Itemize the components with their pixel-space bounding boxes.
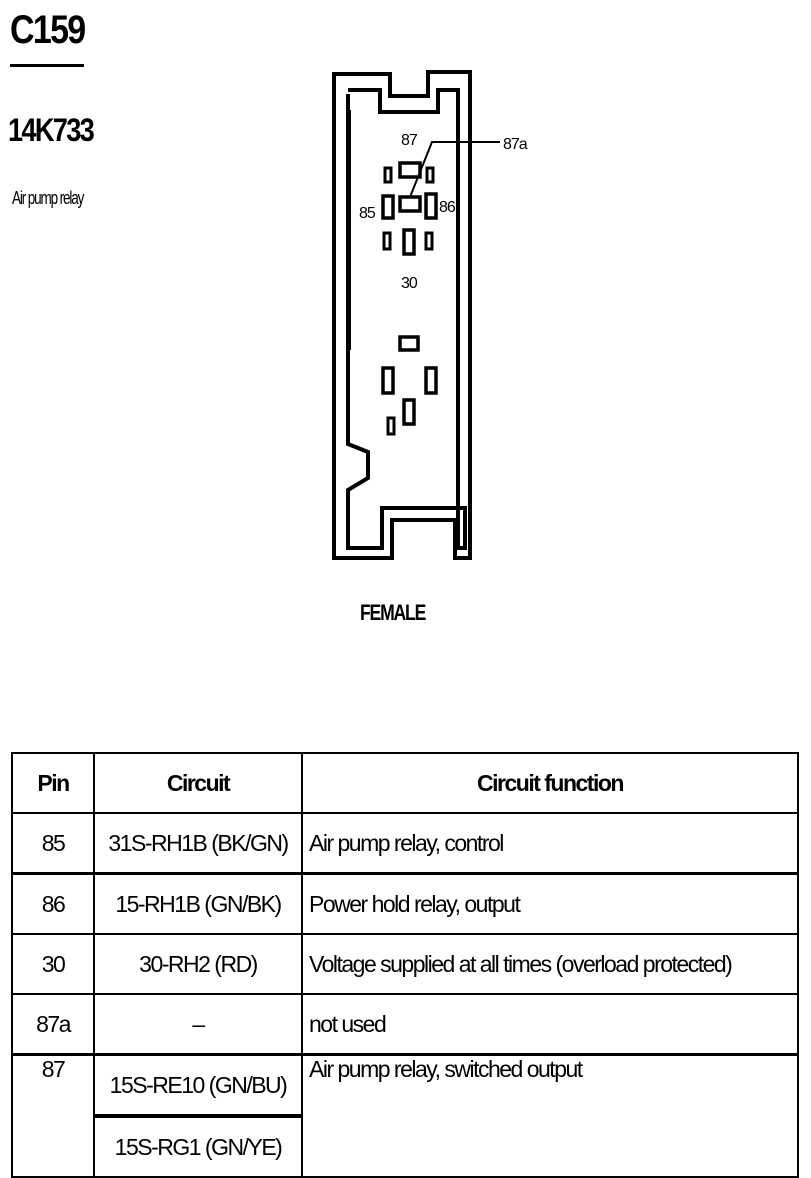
- connector-description: Air pump relay: [12, 188, 84, 208]
- cell-circuit: 15S-RE10 (GN/BU): [93, 1053, 303, 1118]
- connector-id-underline: [10, 64, 84, 67]
- table-row: 86 15-RH1B (GN/BK) Power hold relay, out…: [11, 872, 799, 935]
- table-header-row: Pin Circuit Circuit function: [11, 752, 799, 814]
- cell-circuit: –: [93, 993, 303, 1056]
- housing-outline-inner: [346, 88, 467, 550]
- terminal-lower-left: [381, 366, 395, 395]
- pin-label-87a: 87a: [503, 136, 528, 153]
- terminal-87: [398, 161, 422, 179]
- terminal-86: [424, 192, 438, 220]
- table-row: 85 31S-RH1B (BK/GN) Air pump relay, cont…: [11, 812, 799, 875]
- pin-label-85: 85: [359, 205, 376, 222]
- cell-pin: 86: [11, 872, 95, 935]
- cell-pin: 30: [11, 933, 95, 995]
- cell-circuit-secondary: 15S-RG1 (GN/YE): [93, 1115, 303, 1178]
- pinout-table: Pin Circuit Circuit function 85 31S-RH1B…: [11, 752, 799, 1178]
- cell-circuit: 31S-RH1B (BK/GN): [93, 812, 303, 875]
- cell-function: not used: [301, 993, 799, 1056]
- cell-pin: 87: [11, 1053, 95, 1178]
- terminal-lower-bottom: [402, 398, 416, 426]
- table-row: 30 30-RH2 (RD) Voltage supplied at all t…: [11, 933, 799, 995]
- terminal-small-lower-right: [424, 231, 434, 251]
- table-row: 87 15S-RE10 (GN/BU) Air pump relay, swit…: [11, 1053, 799, 1178]
- cell-function: Air pump relay, control: [301, 812, 799, 875]
- terminal-small-upper-left: [383, 166, 393, 184]
- terminal-small-upper-right: [425, 166, 435, 184]
- cell-function: Power hold relay, output: [301, 872, 799, 935]
- terminal-lower-top: [398, 335, 420, 352]
- pin-label-87: 87: [401, 132, 418, 149]
- terminal-small-lower-left: [382, 231, 392, 251]
- cell-function: Air pump relay, switched output: [301, 1053, 799, 1178]
- cell-pin: 85: [11, 812, 95, 875]
- terminal-lower-small: [386, 416, 396, 436]
- terminal-30: [402, 228, 416, 256]
- header-pin: Pin: [11, 752, 95, 814]
- terminal-85: [381, 194, 395, 220]
- terminal-87a: [398, 195, 422, 213]
- table-row: 87a – not used: [11, 993, 799, 1056]
- header-circuit-function: Circuit function: [301, 752, 799, 814]
- housing-outline-outer: [332, 70, 472, 560]
- connector-id: C159: [10, 8, 86, 52]
- pin-label-30: 30: [401, 275, 418, 292]
- cell-pin: 87a: [11, 993, 95, 1056]
- leader-line-87a: [409, 141, 500, 198]
- part-number: 14K733: [8, 112, 95, 148]
- cell-function: Voltage supplied at all times (overload …: [301, 933, 799, 995]
- cell-circuit: 15-RH1B (GN/BK): [93, 872, 303, 935]
- terminal-lower-right: [424, 366, 438, 395]
- header-circuit: Circuit: [93, 752, 303, 814]
- connector-diagram: 87 87a 85 86 30: [332, 70, 529, 560]
- pin-label-86: 86: [439, 199, 456, 216]
- table-row: 15S-RG1 (GN/YE): [12, 1115, 798, 1178]
- cell-circuit: 30-RH2 (RD): [93, 933, 303, 995]
- connector-gender: FEMALE: [360, 600, 426, 625]
